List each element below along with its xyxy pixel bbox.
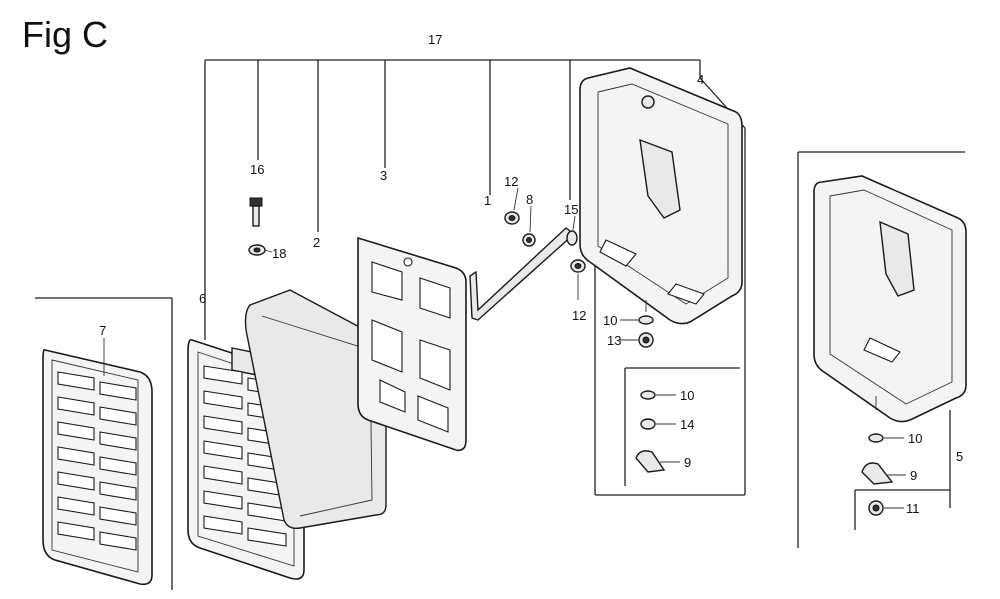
grille-slot [57, 496, 95, 516]
grille-slot [99, 431, 137, 451]
figure-title: Fig C [22, 14, 109, 55]
callout-17: 17 [428, 32, 442, 47]
grille-slot [99, 381, 137, 401]
grille-slot [57, 521, 95, 541]
grille-cover-part [35, 297, 173, 590]
callout-4: 4 [697, 72, 704, 87]
callout-3: 3 [380, 168, 387, 183]
grille-slot [99, 481, 137, 501]
grille-slot [203, 515, 243, 535]
callout-10-a: 10 [603, 313, 617, 328]
hardware-bracket [624, 367, 740, 486]
grille-slot [247, 527, 287, 547]
callout-14: 14 [680, 417, 694, 432]
callout-13: 13 [607, 333, 621, 348]
callout-12-lower: 12 [572, 308, 586, 323]
rod-part [469, 227, 576, 321]
callout-18: 18 [272, 246, 286, 261]
grille-slot [57, 421, 95, 441]
callout-15: 15 [564, 202, 578, 217]
grille-slot [99, 456, 137, 476]
grille-slot [57, 371, 95, 391]
grille-slot [203, 465, 243, 485]
callout-1: 1 [484, 193, 491, 208]
grille-slot [99, 506, 137, 526]
callout-8: 8 [526, 192, 533, 207]
fasteners [248, 197, 894, 516]
callout-2: 2 [313, 235, 320, 250]
grille-slot [203, 415, 243, 435]
callout-9-a: 9 [684, 455, 691, 470]
callout-9-b: 9 [910, 468, 917, 483]
callout-16: 16 [250, 162, 264, 177]
grille-slot [99, 406, 137, 426]
callout-10-c: 10 [908, 431, 922, 446]
callout-11: 11 [906, 501, 920, 516]
grille-slot [203, 365, 243, 385]
case-assembly-part [797, 151, 967, 548]
grille-slot [203, 440, 243, 460]
callout-12-top: 12 [504, 174, 518, 189]
callout-10-b: 10 [680, 388, 694, 403]
grille-slot [203, 390, 243, 410]
callout-7: 7 [99, 323, 106, 338]
grille-slot [57, 396, 95, 416]
assembly-bracket-17 [204, 59, 701, 340]
grille-slot [99, 531, 137, 551]
leader-lines [103, 187, 906, 509]
callout-5: 5 [956, 449, 963, 464]
callout-6: 6 [199, 291, 206, 306]
gasket-part [357, 236, 467, 452]
grille-slot [203, 490, 243, 510]
grille-slot [57, 471, 95, 491]
grille-slot [57, 446, 95, 466]
callout-labels: 17 4 16 18 2 3 12 8 1 15 12 6 7 10 13 10… [99, 32, 963, 516]
case-part [579, 67, 746, 496]
